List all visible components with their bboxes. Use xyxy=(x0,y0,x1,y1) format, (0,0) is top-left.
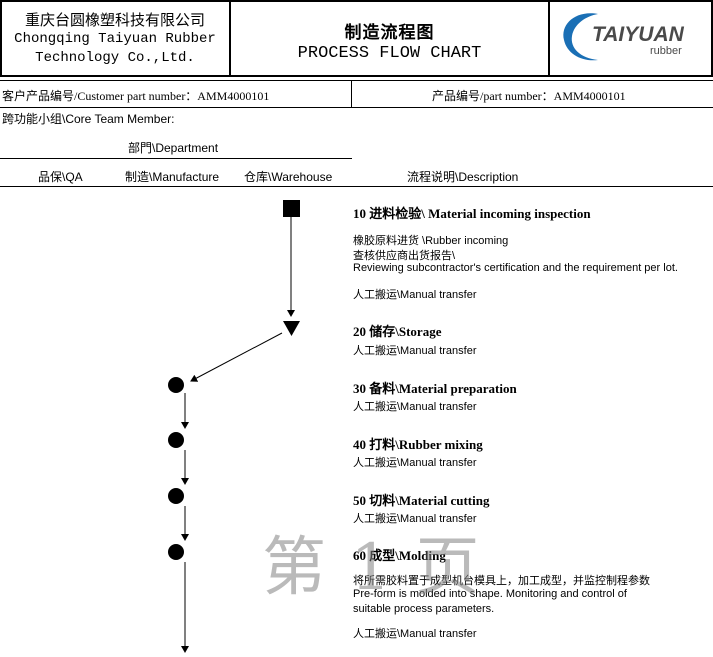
operation-circle-icon-60 xyxy=(168,544,184,560)
step-20-transfer: 人工搬运\Manual transfer xyxy=(353,345,477,357)
taiyuan-logo: TAIYUAN rubber xyxy=(563,13,685,61)
step-30-title: 30 备料\Material preparation xyxy=(353,381,517,396)
step-10-line-3: Reviewing subcontractor's certification … xyxy=(353,262,678,274)
step-60-transfer: 人工搬运\Manual transfer xyxy=(353,628,477,640)
logo-cell xyxy=(548,0,713,77)
step-30-transfer: 人工搬运\Manual transfer xyxy=(353,401,477,413)
step-50-transfer: 人工搬运\Manual transfer xyxy=(353,513,477,525)
core-team-label: 跨功能小组\Core Team Member: xyxy=(2,112,175,126)
inspection-square-icon xyxy=(283,200,300,217)
company-name-cn: 重庆台圆橡塑科技有限公司 xyxy=(24,12,205,29)
column-warehouse: 仓库\Warehouse xyxy=(244,170,333,184)
part-number: 产品编号/part number：AMM4000101 xyxy=(432,89,626,103)
step-50-title: 50 切料\Material cutting xyxy=(353,493,490,508)
divider-info xyxy=(0,107,713,108)
column-manufacture: 制造\Manufacture xyxy=(125,170,220,184)
operation-circle-icon-30 xyxy=(168,377,184,393)
department-label: 部門\Department xyxy=(128,141,219,155)
step-40-title: 40 打料\Rubber mixing xyxy=(353,437,483,452)
company-name-en-2: Technology Co.,Ltd. xyxy=(35,50,195,66)
flow-arrow-20-30 xyxy=(190,332,283,382)
logo-swoosh-icon xyxy=(563,13,598,61)
step-40-transfer: 人工搬运\Manual transfer xyxy=(353,457,477,469)
step-20-title: 20 储存\Storage xyxy=(353,324,442,339)
operation-circle-icon-50 xyxy=(168,488,184,504)
company-name: 重庆台圆橡塑科技有限公司 Chongqing Taiyuan Rubber Te… xyxy=(4,11,226,68)
step-10-line-1: 橡胶原料进货 \Rubber incoming xyxy=(353,235,509,247)
title-en: PROCESS FLOW CHART xyxy=(297,44,482,63)
customer-part-number: 客户产品编号/Customer part number：AMM4000101 xyxy=(2,89,270,103)
step-10-line-2: 查核供应商出货报告\ xyxy=(353,250,456,262)
operation-circle-icon-40 xyxy=(168,432,184,448)
step-60-line-2: Pre-form is molded into shape. Monitorin… xyxy=(353,588,627,600)
step-60-title: 60 成型\Molding xyxy=(353,548,446,563)
column-qa: 品保\QA xyxy=(38,170,83,184)
company-name-en-1: Chongqing Taiyuan Rubber xyxy=(14,31,216,47)
step-60-line-3: suitable process parameters. xyxy=(353,603,495,615)
divider-top xyxy=(0,80,713,81)
page-watermark: 第 1 页 xyxy=(262,531,482,605)
logo-sub: rubber xyxy=(650,45,682,57)
logo-word: TAIYUAN xyxy=(592,23,685,46)
step-10-title: 10 进料检验\ Material incoming inspection xyxy=(353,206,591,221)
storage-triangle-icon xyxy=(283,321,300,336)
step-10-transfer: 人工搬运\Manual transfer xyxy=(353,289,477,301)
step-60-line-1: 将所需胶料置于成型机台模具上，加工成型，并监控制程参数 xyxy=(353,575,650,587)
divider-department xyxy=(0,158,352,159)
divider-columns xyxy=(0,186,713,187)
column-description: 流程说明\Description xyxy=(407,170,519,184)
divider-vertical xyxy=(351,80,352,107)
title-cn: 制造流程图 xyxy=(344,23,435,42)
